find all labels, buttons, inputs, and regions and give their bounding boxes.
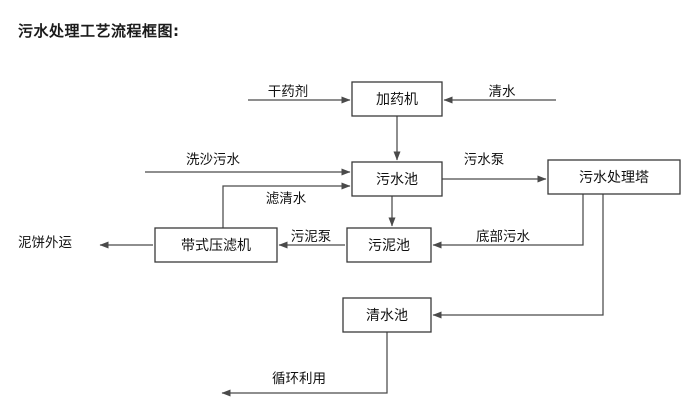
node-belt-filter-press[interactable]: 带式压滤机	[154, 227, 278, 263]
node-clear-water-pool[interactable]: 清水池	[342, 297, 432, 333]
terminal-label-mud-cake-out: 泥饼外运	[18, 235, 72, 251]
edge-tower-to-clear-pool	[432, 194, 604, 319]
edge-clear-pool-to-recycle	[221, 332, 388, 397]
node-dosing-machine[interactable]: 加药机	[351, 81, 443, 117]
node-sewage-pool-label: 污水池	[376, 172, 418, 188]
edge-label-dry-chemical: 干药剂	[268, 84, 309, 100]
node-treatment-tower-label: 污水处理塔	[579, 170, 649, 186]
node-dosing-machine-label: 加药机	[376, 92, 418, 108]
edge-label-sludge-pump: 污泥泵	[291, 229, 332, 245]
node-sludge-pool-label: 污泥池	[368, 238, 410, 254]
node-sewage-pool[interactable]: 污水池	[351, 161, 443, 197]
node-sludge-pool[interactable]: 污泥池	[346, 227, 432, 263]
edge-label-recycle-reuse: 循环利用	[272, 371, 326, 387]
node-belt-filter-press-label: 带式压滤机	[181, 238, 251, 254]
page-title: 污水处理工艺流程框图:	[18, 22, 180, 40]
edge-label-filtrate-water: 滤清水	[266, 191, 307, 207]
edge-tower-bottom-sewage-to-sludge-pool	[432, 194, 584, 249]
edge-label-clean-water: 清水	[489, 84, 517, 100]
edge-filtrate-to-sewage-pool	[222, 182, 351, 228]
edge-label-sewage-pump: 污水泵	[464, 152, 505, 168]
edge-label-bottom-sewage: 底部污水	[476, 229, 530, 245]
node-clear-water-pool-label: 清水池	[366, 308, 408, 324]
edge-label-sand-wash-water: 洗沙污水	[186, 152, 240, 168]
node-treatment-tower[interactable]: 污水处理塔	[547, 159, 681, 195]
